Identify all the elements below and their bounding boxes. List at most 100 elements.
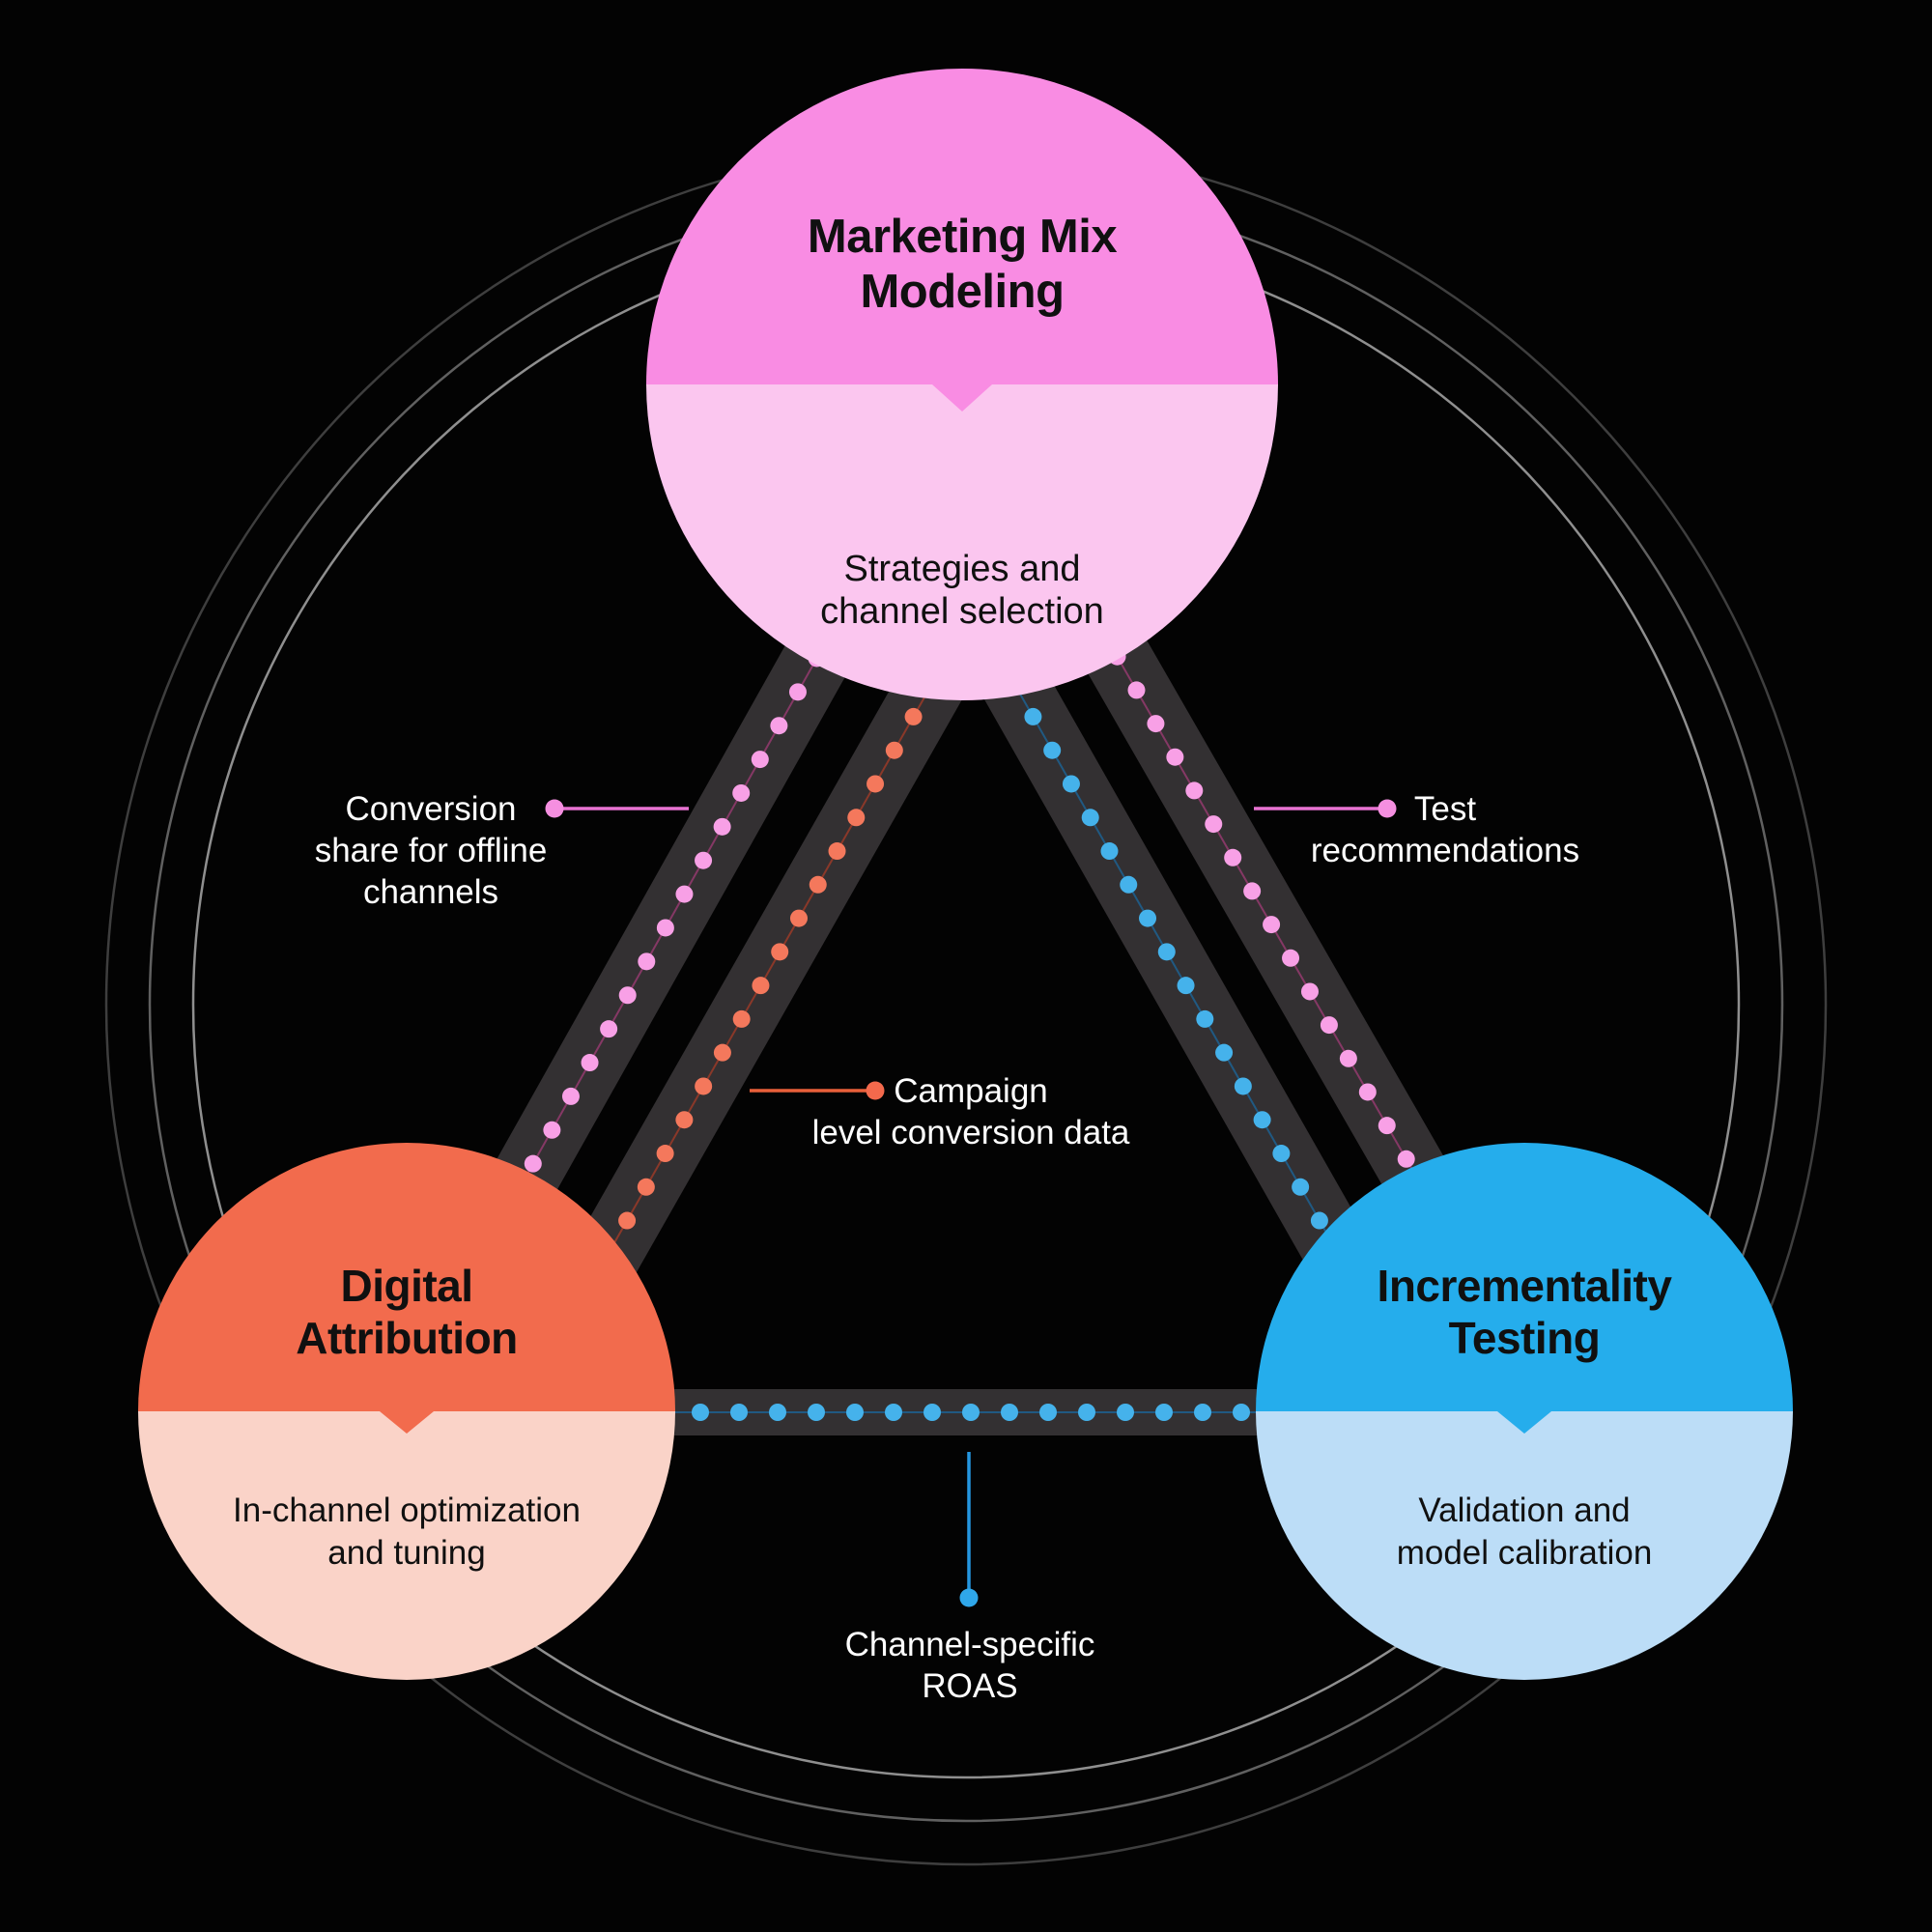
- node-digital-attribution: Digital Attribution In-channel optimizat…: [138, 1143, 675, 1680]
- leader-conversion-share-dot: [545, 799, 564, 818]
- band-dot: [1155, 1404, 1173, 1421]
- edge-label-line: Test: [1413, 790, 1477, 828]
- band-dot: [1253, 1111, 1271, 1129]
- edge-label-line: ROAS: [922, 1667, 1018, 1705]
- edge-label-line: Conversion: [345, 790, 517, 828]
- node-subtitle-line: and tuning: [327, 1534, 486, 1572]
- edge-label-channel-roas: Channel-specific ROAS: [728, 1624, 1211, 1707]
- band-dot: [846, 1404, 864, 1421]
- leader-channel-roas-dot: [959, 1588, 979, 1607]
- node-title-line: Incrementality: [1377, 1261, 1672, 1311]
- band-dot: [524, 1154, 542, 1173]
- band-dot: [656, 1145, 674, 1163]
- band-dot: [751, 751, 769, 769]
- node-title-line: Marketing Mix: [807, 211, 1118, 263]
- band-dot: [1224, 848, 1242, 867]
- band-dot: [1215, 1043, 1234, 1062]
- edge-label-campaign-level: Campaign level conversion data: [729, 1070, 1212, 1153]
- node-marketing-mix-modeling: Marketing Mix Modeling Strategies and ch…: [646, 69, 1278, 700]
- band-dot: [1043, 741, 1062, 759]
- band-dot: [561, 1087, 580, 1105]
- band-dot: [1339, 1049, 1357, 1067]
- node-notch: [380, 1411, 434, 1434]
- band-dot: [1397, 1150, 1415, 1168]
- band-dot: [730, 1404, 748, 1421]
- band-dot: [923, 1404, 941, 1421]
- band-dot: [1157, 943, 1176, 961]
- node-subtitle-line: Strategies and: [843, 549, 1081, 589]
- edge-label-line: level conversion data: [811, 1114, 1130, 1151]
- band-dot: [789, 909, 808, 927]
- band-dot: [618, 986, 637, 1005]
- node-title: Marketing Mix Modeling: [646, 210, 1278, 320]
- band-dot: [771, 943, 789, 961]
- edge-label-line: Campaign: [894, 1072, 1048, 1110]
- band-dot: [1310, 1211, 1328, 1230]
- band-dot: [1120, 875, 1138, 894]
- edge-label-test-recommendations: Test recommendations: [1204, 788, 1687, 871]
- band-dot: [1292, 1178, 1310, 1196]
- band-dot: [770, 717, 788, 735]
- node-subtitle: In-channel optimization and tuning: [138, 1490, 675, 1575]
- band-dot: [1062, 775, 1080, 793]
- band-dot: [1127, 681, 1146, 699]
- band-dot: [1300, 982, 1319, 1001]
- band-dot: [788, 683, 807, 701]
- band-dot: [1001, 1404, 1018, 1421]
- node-title: Digital Attribution: [138, 1260, 675, 1364]
- band-dot: [828, 842, 846, 861]
- band-dot: [885, 1404, 902, 1421]
- band-dot: [1272, 1145, 1291, 1163]
- band-dot: [618, 1211, 637, 1230]
- band-dot: [1117, 1404, 1134, 1421]
- node-subtitle: Strategies and channel selection: [646, 548, 1278, 633]
- band-dot: [962, 1404, 980, 1421]
- band-dot: [1320, 1016, 1338, 1035]
- node-subtitle-line: Validation and: [1418, 1492, 1631, 1529]
- band-dot: [732, 783, 751, 802]
- band-dot: [867, 775, 885, 793]
- band-dot: [808, 1404, 825, 1421]
- band-dot: [1081, 809, 1099, 827]
- node-subtitle-line: channel selection: [820, 591, 1104, 632]
- band-dot: [1078, 1404, 1095, 1421]
- band-dot: [692, 1404, 709, 1421]
- node-notch: [1497, 1411, 1551, 1434]
- band-dot: [600, 1020, 618, 1038]
- node-title-line: Testing: [1448, 1313, 1601, 1363]
- edge-label-conversion-share: Conversion share for offline channels: [189, 788, 672, 913]
- band-dot: [732, 1009, 751, 1028]
- node-subtitle: Validation and model calibration: [1256, 1490, 1793, 1575]
- band-dot: [1194, 1404, 1211, 1421]
- band-dot: [1039, 1404, 1057, 1421]
- band-dot: [769, 1404, 786, 1421]
- band-dot: [1024, 707, 1042, 725]
- band-dot: [675, 1111, 694, 1129]
- band-dot: [713, 1043, 731, 1062]
- leader-campaign-level-dot: [866, 1081, 885, 1100]
- band-dot: [695, 851, 713, 869]
- band-dot: [752, 977, 770, 995]
- band-dot: [1234, 1077, 1252, 1095]
- node-subtitle-line: In-channel optimization: [233, 1492, 581, 1529]
- band-dot: [904, 707, 923, 725]
- edge-label-line: share for offline: [314, 832, 548, 869]
- node-subtitle-line: model calibration: [1396, 1534, 1653, 1572]
- leader-test-recommendations-dot: [1378, 799, 1397, 818]
- node-title-line: Attribution: [296, 1313, 518, 1363]
- band-dot: [675, 885, 694, 903]
- band-dot: [1147, 715, 1165, 733]
- edge-label-line: Channel-specific: [844, 1626, 1095, 1663]
- node-title-line: Modeling: [860, 266, 1065, 318]
- node-title-line: Digital: [340, 1261, 473, 1311]
- band-dot: [638, 952, 656, 971]
- band-dot: [1139, 909, 1157, 927]
- band-dot: [1196, 1009, 1214, 1028]
- edge-label-line: channels: [362, 873, 499, 911]
- band-dot: [695, 1077, 713, 1095]
- band-dot: [656, 919, 674, 937]
- band-dot: [543, 1121, 561, 1139]
- band-dot: [1177, 977, 1195, 995]
- band-dot: [637, 1178, 655, 1196]
